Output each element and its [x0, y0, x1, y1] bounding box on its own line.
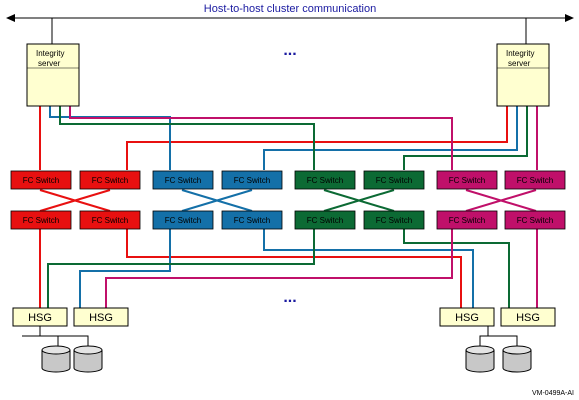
link-hsg1-disks — [22, 326, 89, 346]
fc-switch-label: FC Switch — [376, 176, 412, 185]
fc-switch-group-green: FC Switch FC Switch FC Switch FC Switch — [294, 170, 425, 230]
link-server2-blue — [263, 106, 518, 170]
title-background — [196, 2, 386, 14]
fc-switch-group-magenta: FC Switch FC Switch FC Switch FC Switch — [436, 170, 566, 230]
figure-id: VM-0499A-AI — [532, 390, 574, 397]
more-storage-ellipsis: ... — [283, 289, 296, 306]
hsg-controller-1: HSG — [12, 307, 68, 327]
crosslink-green — [323, 189, 395, 212]
fc-switch-label: FC Switch — [23, 176, 59, 185]
hsg-controller-2: HSG — [73, 307, 129, 327]
fc-switch-label: FC Switch — [165, 216, 201, 225]
fc-switch-group-red: FC Switch FC Switch FC Switch FC Switch — [10, 170, 141, 230]
fc-switch-label: FC Switch — [234, 176, 270, 185]
disk-icon — [465, 345, 495, 373]
disk-icon — [73, 345, 103, 373]
link-hsg4-disks — [479, 326, 518, 346]
switch-crosslinks — [39, 189, 537, 212]
hsg-label: HSG — [516, 312, 540, 324]
link-green-hsg1 — [47, 228, 315, 308]
fc-switch-label: FC Switch — [165, 176, 201, 185]
fc-switch-label: FC Switch — [23, 216, 59, 225]
crosslink-blue — [181, 189, 253, 212]
link-server2-red — [126, 106, 508, 170]
fc-switch-label: FC Switch — [307, 176, 343, 185]
integrity-server-2: Integrity server — [496, 43, 550, 107]
diagram-title: Host-to-host cluster communication — [204, 3, 376, 15]
more-servers-ellipsis: ... — [283, 42, 296, 59]
fc-switch-label: FC Switch — [517, 176, 553, 185]
disk-icon — [41, 345, 71, 373]
fc-switch-label: FC Switch — [449, 216, 485, 225]
fc-switch-label: FC Switch — [92, 176, 128, 185]
server-label-line1: Integrity — [506, 49, 534, 58]
server-label-line2: server — [508, 59, 531, 68]
disk-icon — [502, 345, 532, 373]
integrity-server-1: Integrity server — [26, 43, 80, 107]
connection-lines — [22, 106, 538, 346]
hsg-label: HSG — [455, 312, 479, 324]
crosslink-red — [39, 189, 111, 212]
hsg-controller-3: HSG — [439, 307, 495, 327]
server-label-line1: Integrity — [36, 49, 64, 58]
server-label-line2: server — [38, 59, 61, 68]
fc-switch-group-blue: FC Switch FC Switch FC Switch FC Switch — [152, 170, 283, 230]
link-blue-hsg3 — [263, 228, 474, 308]
fc-switch-label: FC Switch — [376, 216, 412, 225]
fc-switch-label: FC Switch — [307, 216, 343, 225]
link-red-hsg4 — [126, 228, 462, 308]
fc-switch-label: FC Switch — [517, 216, 553, 225]
fc-switch-label: FC Switch — [234, 216, 270, 225]
link-blue-hsg2 — [79, 228, 171, 308]
crosslink-magenta — [465, 189, 537, 212]
link-server2-green — [403, 106, 528, 170]
hsg-label: HSG — [89, 312, 113, 324]
fc-switch-label: FC Switch — [449, 176, 485, 185]
fc-switch-label: FC Switch — [92, 216, 128, 225]
link-server1-blue — [49, 106, 171, 170]
link-server1-magenta — [69, 106, 453, 170]
hsg-label: HSG — [28, 312, 52, 324]
link-server1-green — [59, 106, 315, 170]
hsg-controller-4: HSG — [500, 307, 556, 327]
cluster-communication-bus — [6, 14, 574, 44]
link-green-hsg4 — [403, 228, 510, 308]
link-magenta-hsg2 — [105, 228, 453, 308]
